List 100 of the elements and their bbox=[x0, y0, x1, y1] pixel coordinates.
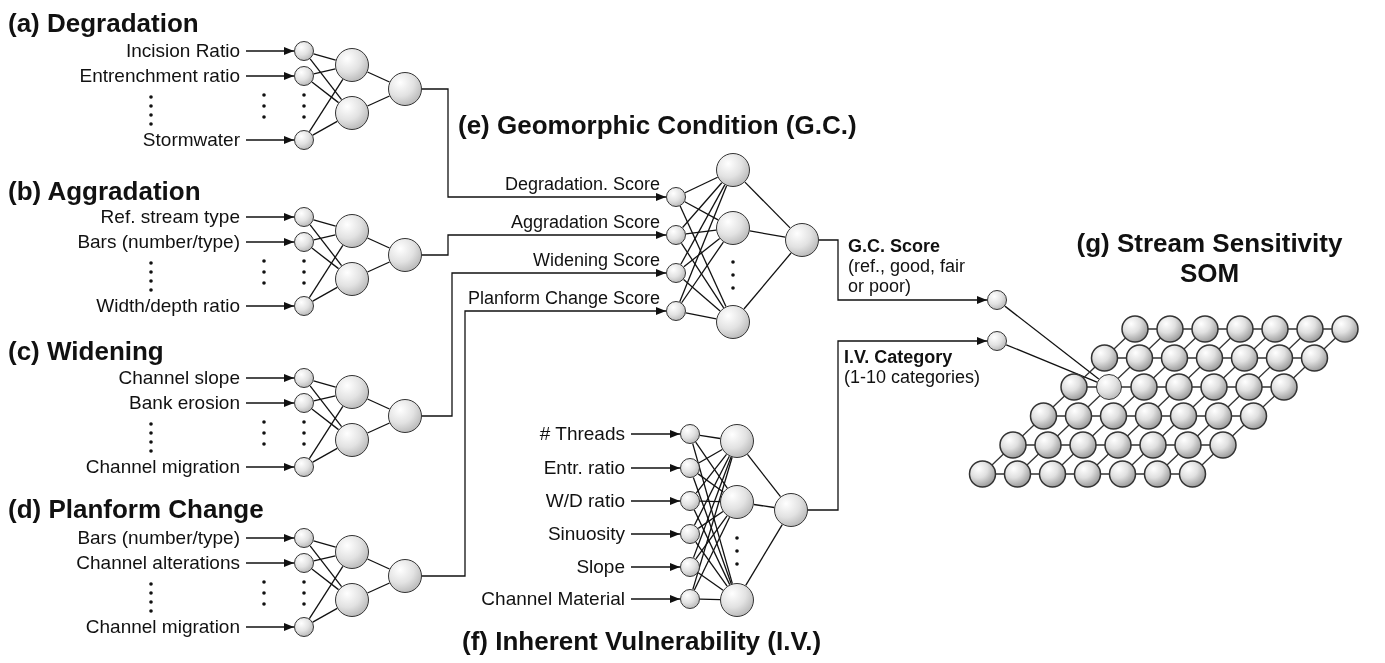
connection-line bbox=[743, 252, 792, 310]
arrow bbox=[421, 88, 667, 201]
connection-line bbox=[695, 441, 728, 489]
edge-label: I.V. Category (1-10 categories) bbox=[844, 347, 982, 387]
edge-label: G.C. Score (ref., good, fair or poor) bbox=[848, 236, 966, 296]
connection-line bbox=[309, 224, 343, 267]
arrow bbox=[421, 307, 667, 577]
connection-line bbox=[681, 182, 723, 229]
connection-line bbox=[312, 219, 337, 227]
input-label: Ref. stream type bbox=[100, 206, 240, 228]
arrow bbox=[630, 595, 681, 603]
arrow bbox=[630, 430, 681, 438]
arrow bbox=[630, 563, 681, 571]
arrow bbox=[245, 559, 295, 567]
input-label: Channel migration bbox=[85, 616, 240, 638]
connection-line bbox=[699, 598, 721, 601]
arrow bbox=[245, 399, 295, 407]
connection-line bbox=[698, 448, 723, 464]
arrow bbox=[245, 463, 295, 471]
arrow bbox=[421, 231, 667, 256]
input-label: Bars (number/type) bbox=[77, 231, 240, 253]
connection-line bbox=[695, 515, 728, 560]
connection-line bbox=[309, 58, 343, 101]
connection-line bbox=[312, 286, 338, 302]
panel-heading: (g) Stream Sensitivity SOM bbox=[1075, 228, 1344, 288]
arrow bbox=[818, 239, 988, 304]
input-label: Incision Ratio bbox=[125, 40, 240, 62]
arrow bbox=[630, 464, 681, 472]
panel-heading: (b) Aggradation bbox=[8, 176, 201, 206]
input-label: Channel alterations bbox=[76, 552, 240, 574]
connection-line bbox=[312, 120, 338, 136]
input-label: Bank erosion bbox=[129, 392, 240, 414]
arrow bbox=[421, 269, 667, 417]
connection-line bbox=[682, 278, 721, 312]
panel-heading: (d) Planform Change bbox=[8, 494, 264, 524]
connection-line bbox=[685, 312, 717, 320]
panel-heading: (e) Geomorphic Condition (G.C.) bbox=[458, 110, 857, 140]
connection-line bbox=[695, 541, 728, 587]
arrow bbox=[630, 497, 681, 505]
connection-line bbox=[313, 68, 337, 75]
input-label: Sinuosity bbox=[547, 523, 625, 545]
connection-line bbox=[313, 234, 337, 241]
connection-line bbox=[313, 555, 337, 562]
connection-line bbox=[311, 408, 340, 431]
input-label: Slope bbox=[576, 556, 625, 578]
input-label: Channel migration bbox=[85, 456, 240, 478]
connection-line bbox=[745, 523, 783, 587]
connection-line bbox=[311, 247, 340, 270]
arrow bbox=[245, 374, 295, 382]
connection-line bbox=[685, 229, 717, 235]
connection-line bbox=[692, 456, 732, 559]
arrow bbox=[245, 534, 295, 542]
connection-line bbox=[1004, 305, 1100, 380]
connection-line bbox=[680, 184, 726, 265]
connection-line bbox=[313, 395, 337, 402]
connection-line bbox=[309, 385, 343, 428]
connection-line bbox=[683, 237, 721, 268]
connection-line bbox=[312, 53, 337, 61]
connection-line bbox=[312, 607, 338, 623]
connection-line bbox=[746, 453, 782, 498]
connection-line bbox=[695, 453, 728, 494]
connection-line bbox=[692, 476, 732, 585]
arrow bbox=[245, 72, 295, 80]
panel-heading: (a) Degradation bbox=[8, 8, 199, 38]
input-label: Width/depth ratio bbox=[96, 295, 240, 317]
connection-line bbox=[311, 568, 340, 591]
connection-line bbox=[679, 185, 728, 303]
connection-line bbox=[309, 545, 343, 588]
connection-line bbox=[744, 181, 791, 229]
input-label: Stormwater bbox=[142, 129, 240, 151]
arrow bbox=[245, 302, 295, 310]
arrow bbox=[245, 136, 295, 144]
connection-line bbox=[753, 503, 775, 509]
connection-line bbox=[311, 81, 340, 104]
edge-label: Widening Score bbox=[532, 250, 660, 271]
input-label: Channel Material bbox=[481, 588, 625, 610]
panel-heading: (c) Widening bbox=[8, 336, 164, 366]
edge-label: Aggradation Score bbox=[510, 212, 660, 233]
arrow bbox=[630, 530, 681, 538]
connection-line bbox=[699, 434, 721, 440]
edge-label: Planform Change Score bbox=[467, 288, 660, 309]
connection-line bbox=[699, 500, 721, 503]
arrow bbox=[245, 238, 295, 246]
connection-line bbox=[1005, 344, 1098, 383]
connection-line bbox=[749, 230, 786, 238]
connection-line bbox=[312, 380, 337, 388]
arrow bbox=[245, 47, 295, 55]
connection-line bbox=[684, 201, 719, 221]
connection-line bbox=[312, 540, 337, 548]
connection-line bbox=[312, 447, 338, 463]
arrow bbox=[807, 337, 988, 511]
input-label: Entr. ratio bbox=[543, 457, 625, 479]
arrow bbox=[245, 623, 295, 631]
input-label: Bars (number/type) bbox=[77, 527, 240, 549]
panel-heading: (f) Inherent Vulnerability (I.V.) bbox=[462, 626, 822, 656]
arrow bbox=[245, 213, 295, 221]
input-label: # Threads bbox=[539, 423, 625, 445]
input-label: W/D ratio bbox=[545, 490, 625, 512]
edge-label: Degradation. Score bbox=[504, 174, 660, 195]
connection-line bbox=[697, 473, 724, 493]
